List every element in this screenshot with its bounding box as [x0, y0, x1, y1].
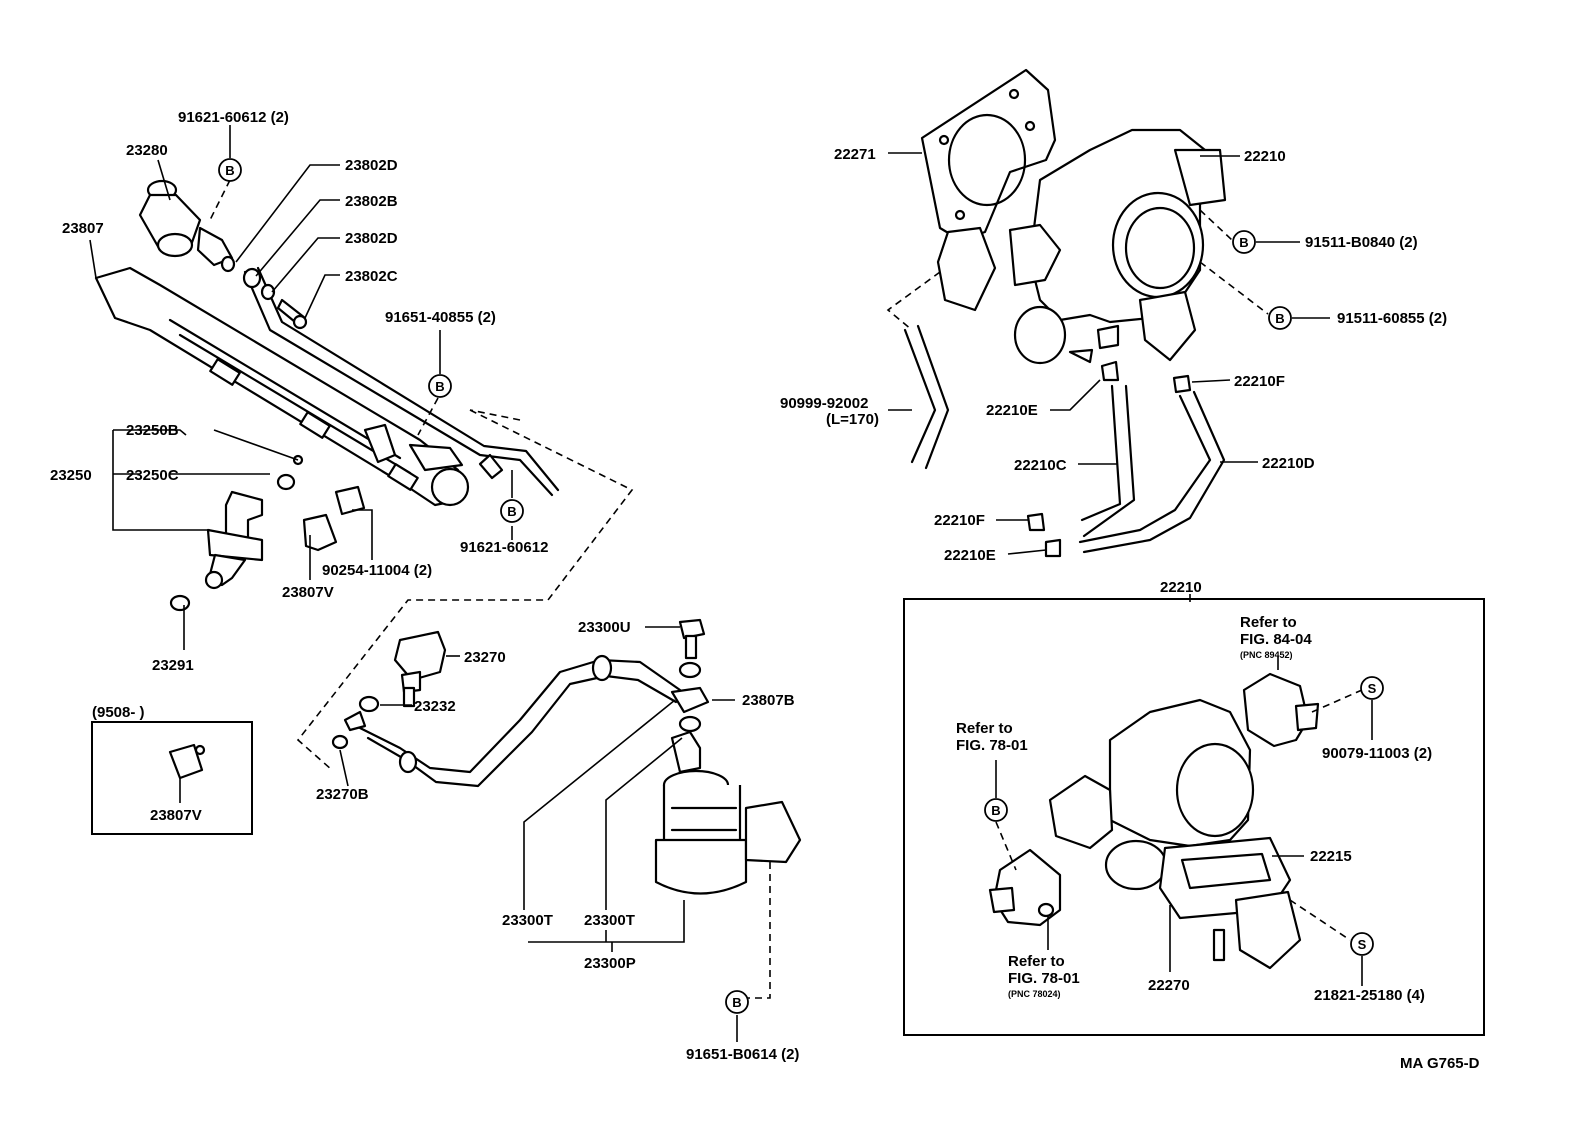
svg-text:B: B: [1275, 311, 1284, 326]
label-22210F-a: 22210F: [1234, 373, 1285, 390]
label-22210E-b: 22210E: [944, 547, 996, 564]
label-23807V-inset: 23807V: [150, 807, 202, 824]
label-22210D: 22210D: [1262, 455, 1315, 472]
bolt-marker-icon: B: [1268, 306, 1292, 330]
label-22210-top: 22210: [1244, 148, 1286, 165]
label-refer-78a-line2: FIG. 78-01: [956, 737, 1028, 754]
label-91511-B0840: 91511-B0840 (2): [1305, 234, 1418, 251]
label-23280: 23280: [126, 142, 168, 159]
fuel-rail-group: [89, 125, 634, 835]
label-23291: 23291: [152, 657, 194, 674]
insulator-23807V: [302, 485, 366, 552]
throttle-body-assembly-box: [903, 594, 1485, 1036]
fuel-injector-23250: [204, 490, 264, 590]
pulsation-damper-23270: [393, 630, 447, 708]
throttle-body-22210: [936, 128, 1227, 365]
bolt-marker-icon: B: [1232, 230, 1256, 254]
label-23250: 23250: [50, 467, 92, 484]
bolt-marker-icon: B: [500, 499, 524, 523]
label-23300P: 23300P: [584, 955, 636, 972]
fuel-filter-group: [331, 618, 802, 1042]
label-23802D-a: 23802D: [345, 157, 398, 174]
label-91651-B0614: 91651-B0614 (2): [686, 1046, 799, 1063]
diagram-code: MA G765-D: [1400, 1055, 1480, 1072]
label-90079-11003: 90079-11003 (2): [1322, 745, 1432, 762]
label-22215: 22215: [1310, 848, 1352, 865]
svg-text:S: S: [1368, 681, 1377, 696]
label-refer-84-line1: Refer to: [1240, 614, 1297, 631]
svg-text:B: B: [435, 379, 444, 394]
inset-box-9508: [91, 721, 253, 835]
label-91511-60855: 91511-60855 (2): [1337, 310, 1447, 327]
union-bolt-23300U: [678, 618, 706, 660]
bolt-markers: B B B B B B B S S: [218, 158, 1384, 1014]
label-inset-range: (9508- ): [92, 704, 145, 721]
label-90999-92002: 90999-92002: [780, 395, 868, 412]
label-23300U: 23300U: [578, 619, 631, 636]
label-23232: 23232: [414, 698, 456, 715]
label-21821-25180: 21821-25180 (4): [1314, 987, 1425, 1004]
fuel-filter-23300P: [654, 730, 802, 895]
label-23270B: 23270B: [316, 786, 369, 803]
label-23807: 23807: [62, 220, 104, 237]
bolt-marker-icon: B: [725, 990, 749, 1014]
throttle-position-sensor: [1242, 672, 1320, 748]
label-23802B: 23802B: [345, 193, 398, 210]
label-refer-78b-line1: Refer to: [1008, 953, 1065, 970]
label-refer-84-pnc: (PNC 89452): [1240, 650, 1293, 660]
svg-text:B: B: [507, 504, 516, 519]
label-refer-78b-line2: FIG. 78-01: [1008, 970, 1080, 987]
label-23807B: 23807B: [742, 692, 795, 709]
svg-text:B: B: [225, 163, 234, 178]
label-23270: 23270: [464, 649, 506, 666]
label-23300T-b: 23300T: [584, 912, 635, 929]
label-23250C: 23250C: [126, 467, 179, 484]
label-refer-84-line2: FIG. 84-04: [1240, 631, 1312, 648]
idle-air-control-valve: [988, 848, 1062, 927]
label-22210E-a: 22210E: [986, 402, 1038, 419]
label-refer-78a-line1: Refer to: [956, 720, 1013, 737]
insulator-23807V-inset: [168, 743, 206, 780]
label-22271: 22271: [834, 146, 876, 163]
fuel-delivery-pipe-23807: [94, 266, 470, 507]
throttle-body-group: [886, 68, 1330, 558]
label-23807V: 23807V: [282, 584, 334, 601]
label-23300T-a: 23300T: [502, 912, 553, 929]
screw-marker-icon: S: [1350, 932, 1374, 956]
label-23250B: 23250B: [126, 422, 179, 439]
screw-marker-icon: S: [1360, 676, 1384, 700]
svg-text:B: B: [991, 803, 1000, 818]
bolt-marker-icon: B: [984, 798, 1008, 822]
label-23802D-b: 23802D: [345, 230, 398, 247]
bolt-marker-icon: B: [428, 374, 452, 398]
label-91621-60612-top: 91621-60612 (2): [178, 109, 289, 126]
label-90254-11004: 90254-11004 (2): [322, 562, 432, 579]
label-22210-box: 22210: [1160, 579, 1202, 596]
label-23802C: 23802C: [345, 268, 398, 285]
label-length: (L=170): [826, 411, 879, 428]
throttle-body-22210-assembly: [1048, 698, 1302, 970]
fuel-return-pipe: [243, 270, 554, 497]
label-91651-40855: 91651-40855 (2): [385, 309, 496, 326]
part-labels: 91621-60612 (2) 23280 23807 23802D 23802…: [50, 109, 1480, 1072]
label-refer-78b-pnc: (PNC 78024): [1008, 989, 1061, 999]
label-91621-60612: 91621-60612: [460, 539, 548, 556]
label-22210F-b: 22210F: [934, 512, 985, 529]
label-22210C: 22210C: [1014, 457, 1067, 474]
svg-text:B: B: [732, 995, 741, 1010]
water-bypass-hoses: [903, 324, 1226, 554]
bolt-marker-icon: B: [218, 158, 242, 182]
svg-text:B: B: [1239, 235, 1248, 250]
pressure-regulator-23280: [138, 179, 234, 267]
label-22270: 22270: [1148, 977, 1190, 994]
svg-text:S: S: [1358, 937, 1367, 952]
